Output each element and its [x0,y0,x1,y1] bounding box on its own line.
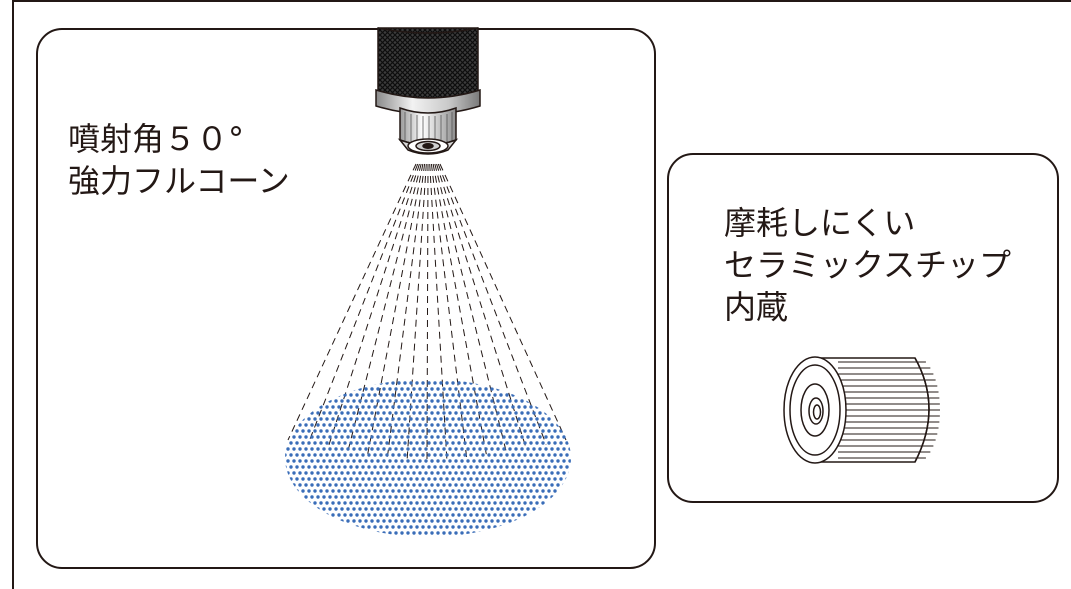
spray-caption-line-1: 噴射角５０° [68,120,245,158]
spray-nozzle-icon [375,27,481,155]
tip-caption-line-1: 摩耗しにくい [724,204,916,242]
spray-cone-lines [287,163,567,461]
tip-caption-line-3: 内蔵 [724,288,789,326]
tip-caption-line-2: セラミックスチップ [724,246,1012,284]
ceramic-tip-caption: 摩耗しにくい セラミックスチップ 内蔵 [724,202,1011,328]
spray-angle-caption: 噴射角５０° 強力フルコーン [68,118,290,202]
spray-caption-line-2: 強力フルコーン [68,162,290,200]
frame-border [12,0,1071,589]
ceramic-tip-icon [783,356,940,464]
